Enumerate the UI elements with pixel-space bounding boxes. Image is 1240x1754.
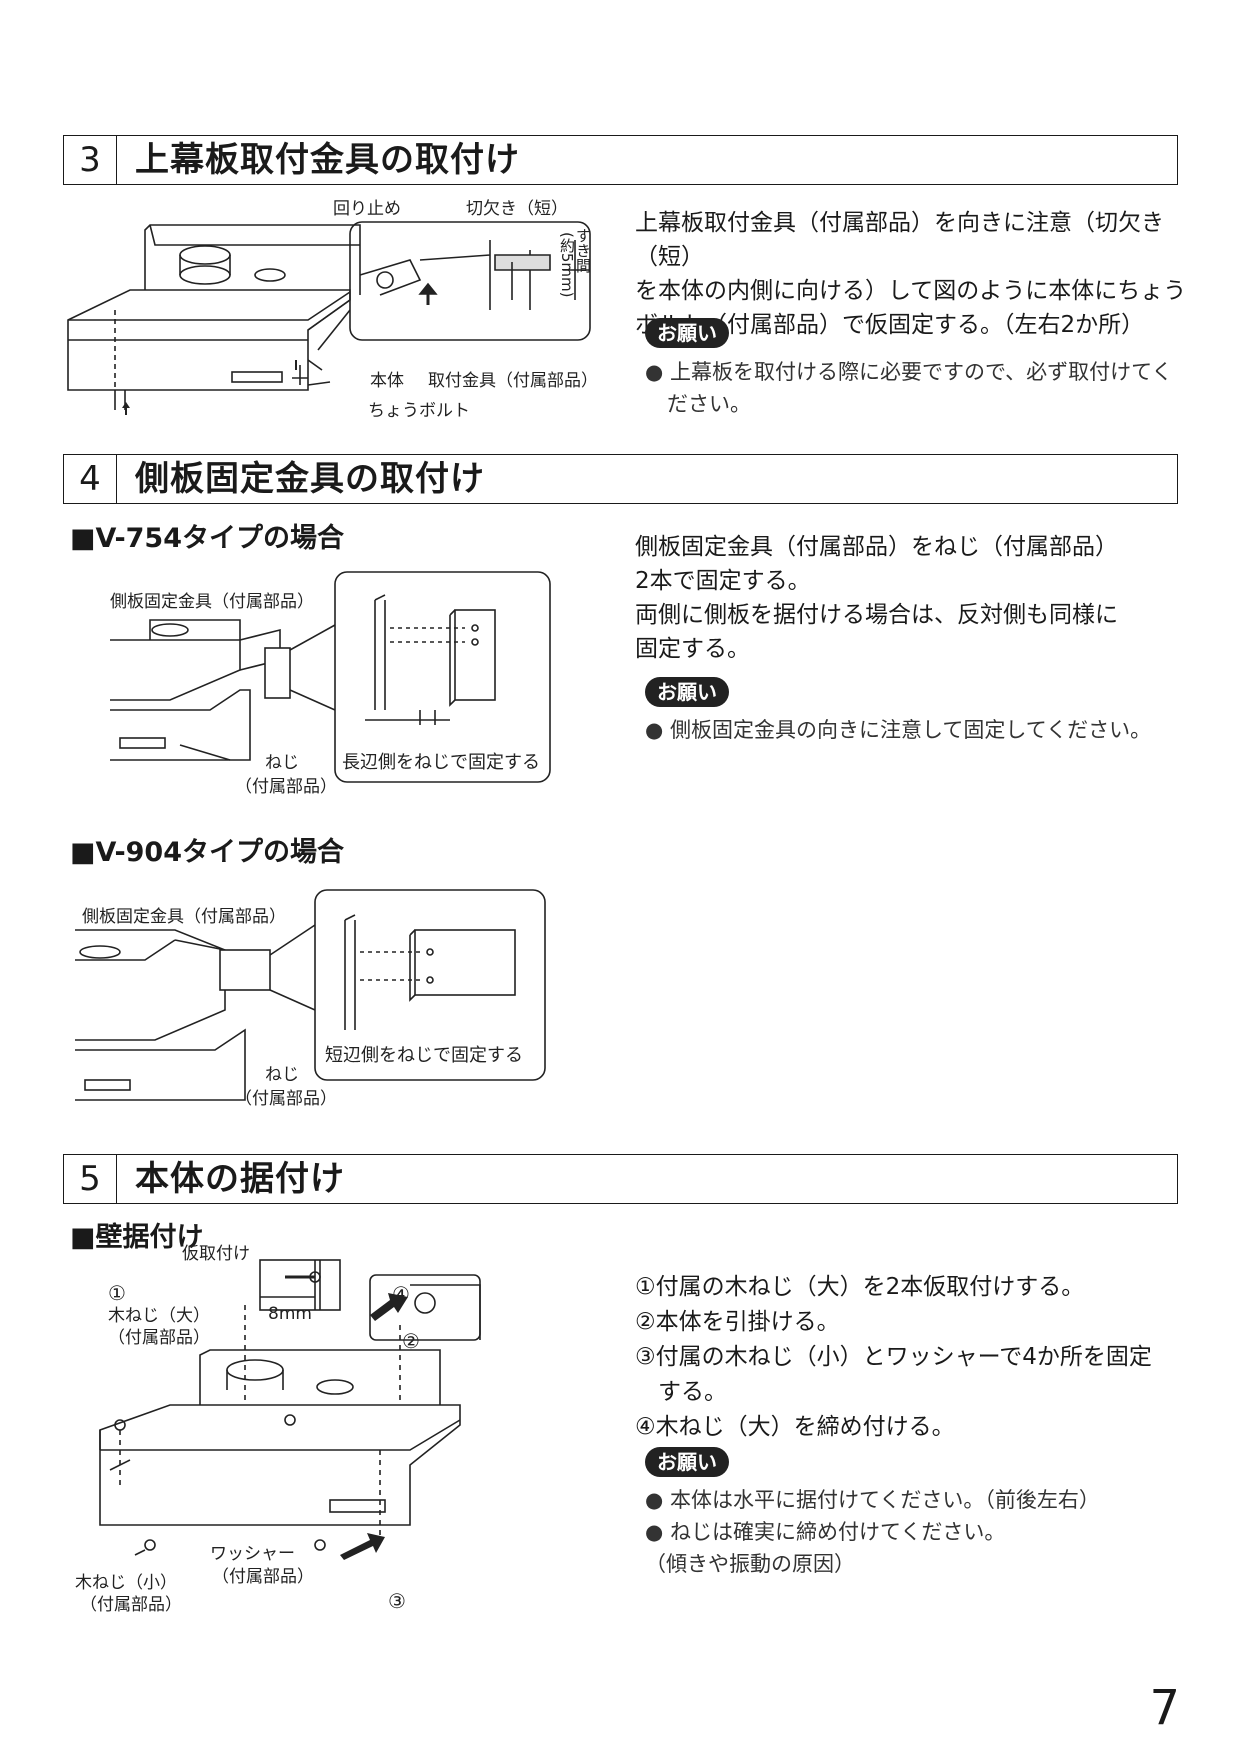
text-line: を本体の内側に向ける）して図のように本体にちょう [635,278,1187,304]
text-line: 両側に側板を据付ける場合は、反対側も同様に [635,602,1118,628]
text-line: 固定する。 [635,636,750,662]
note-badge-label: お願い [645,318,729,348]
text-line: 上幕板取付金具（付属部品）を向きに注意（切欠き（短） [635,210,1164,270]
section-number: 3 [64,136,117,184]
wall-mount-heading: ■壁据付け [70,1222,204,1253]
page-number: 7 [1149,1680,1180,1736]
section-number: 4 [64,455,117,503]
note-item: ● 本体は水平に据付けてください。（前後左右） [645,1488,1100,1512]
section-3-header: 3 上幕板取付金具の取付け [63,135,1178,185]
note-badge: お願い [645,677,729,707]
section-4-notes: ● 側板固定金具の向きに注意して固定してください。 [645,714,1205,746]
label-washer: ワッシャー [210,1544,295,1564]
section-5-header: 5 本体の据付け [63,1154,1178,1204]
label-parts-2: （付属部品） [212,1567,314,1587]
label-gap: すき間 [574,228,592,273]
v904-label-screw-sub: （付属部品） [235,1089,337,1109]
label-bracket: 取付金具（付属部品） [428,371,598,391]
step-line: する。 [635,1379,727,1405]
label-8mm: 8mm [268,1304,312,1324]
note-text: 本体は水平に据付けてください。（前後左右） [670,1488,1100,1512]
note-text: 上幕板を取付ける際に必要ですので、必ず取付けてください。 [667,360,1173,416]
label-temp: 仮取付け [182,1244,250,1264]
v754-callout: 長辺側をねじで固定する [342,752,540,773]
v754-label-bracket: 側板固定金具（付属部品） [110,592,314,612]
note-badge: お願い [645,318,729,348]
note-item: ● 側板固定金具の向きに注意して固定してください。 [645,718,1152,742]
note-item: ● ねじは確実に締め付けてください。 [645,1520,1006,1544]
label-circle-4: ④ [392,1282,410,1306]
label-wood-screw-large: 木ねじ（大） [108,1306,210,1326]
note-badge: お願い [645,1447,729,1477]
label-wood-screw-small: 木ねじ（小） [75,1573,177,1593]
note-text: ねじは確実に締め付けてください。 [670,1520,1006,1544]
v754-label-screw-sub: （付属部品） [235,777,337,797]
v904-callout: 短辺側をねじで固定する [325,1045,523,1066]
v754-heading: ■V-754タイプの場合 [70,523,345,554]
step-line: ②本体を引掛ける。 [635,1309,840,1335]
text-line: 2本で固定する。 [635,568,811,594]
v754-label-screw: ねじ [265,753,299,773]
range-hood-bracket-illustration [67,221,591,415]
v904-label-screw: ねじ [265,1065,299,1085]
v904-label-bracket: 側板固定金具（付属部品） [82,907,286,927]
label-wing-bolt: ちょうボルト [368,401,470,421]
label-parts-1: （付属部品） [108,1328,210,1348]
note-badge-label: お願い [645,1447,729,1477]
section-5-notes: ● 本体は水平に据付けてください。（前後左右） ● ねじは確実に締め付けてくださ… [645,1484,1205,1580]
label-notch: 切欠き（短） [466,199,568,219]
note-badge-label: お願い [645,677,729,707]
label-circle-3: ③ [388,1589,406,1613]
text-line: 側板固定金具（付属部品）をねじ（付属部品） [635,534,1118,560]
section-title: 本体の据付け [135,1159,345,1199]
section-3-notes: ● 上幕板を取付ける際に必要ですので、必ず取付けてください。 [645,356,1185,420]
note-tail: （傾きや振動の原因） [645,1552,855,1576]
label-circle-2: ② [402,1329,420,1353]
v904-illustration [75,889,546,1101]
section-number: 5 [64,1155,117,1203]
label-body: 本体 [370,371,404,391]
label-circle-1: ① [108,1281,126,1305]
v904-heading: ■V-904タイプの場合 [70,837,345,868]
step-line: ④木ねじ（大）を締め付ける。 [635,1414,955,1440]
section-4-header: 4 側板固定金具の取付け [63,454,1178,504]
step-line: ①付属の木ねじ（大）を2本仮取付けする。 [635,1274,1085,1300]
label-parts-3: （付属部品） [80,1595,182,1615]
note-text: 側板固定金具の向きに注意して固定してください。 [670,718,1152,742]
note-item: ● 上幕板を取付ける際に必要ですので、必ず取付けてください。 [645,360,1173,416]
label-stopper: 回り止め [333,199,401,219]
section-4-text: 側板固定金具（付属部品）をねじ（付属部品） 2本で固定する。 両側に側板を据付け… [635,530,1195,666]
step-line: ③付属の木ねじ（小）とワッシャーで4か所を固定 [635,1344,1152,1370]
section-title: 側板固定金具の取付け [135,459,485,499]
wall-mount-illustration [99,1259,481,1560]
v754-illustration [110,571,551,783]
label-gap-value: (約5mm) [558,232,576,298]
section-title: 上幕板取付金具の取付け [135,140,520,180]
section-5-steps: ①付属の木ねじ（大）を2本仮取付けする。 ②本体を引掛ける。 ③付属の木ねじ（小… [635,1270,1195,1445]
